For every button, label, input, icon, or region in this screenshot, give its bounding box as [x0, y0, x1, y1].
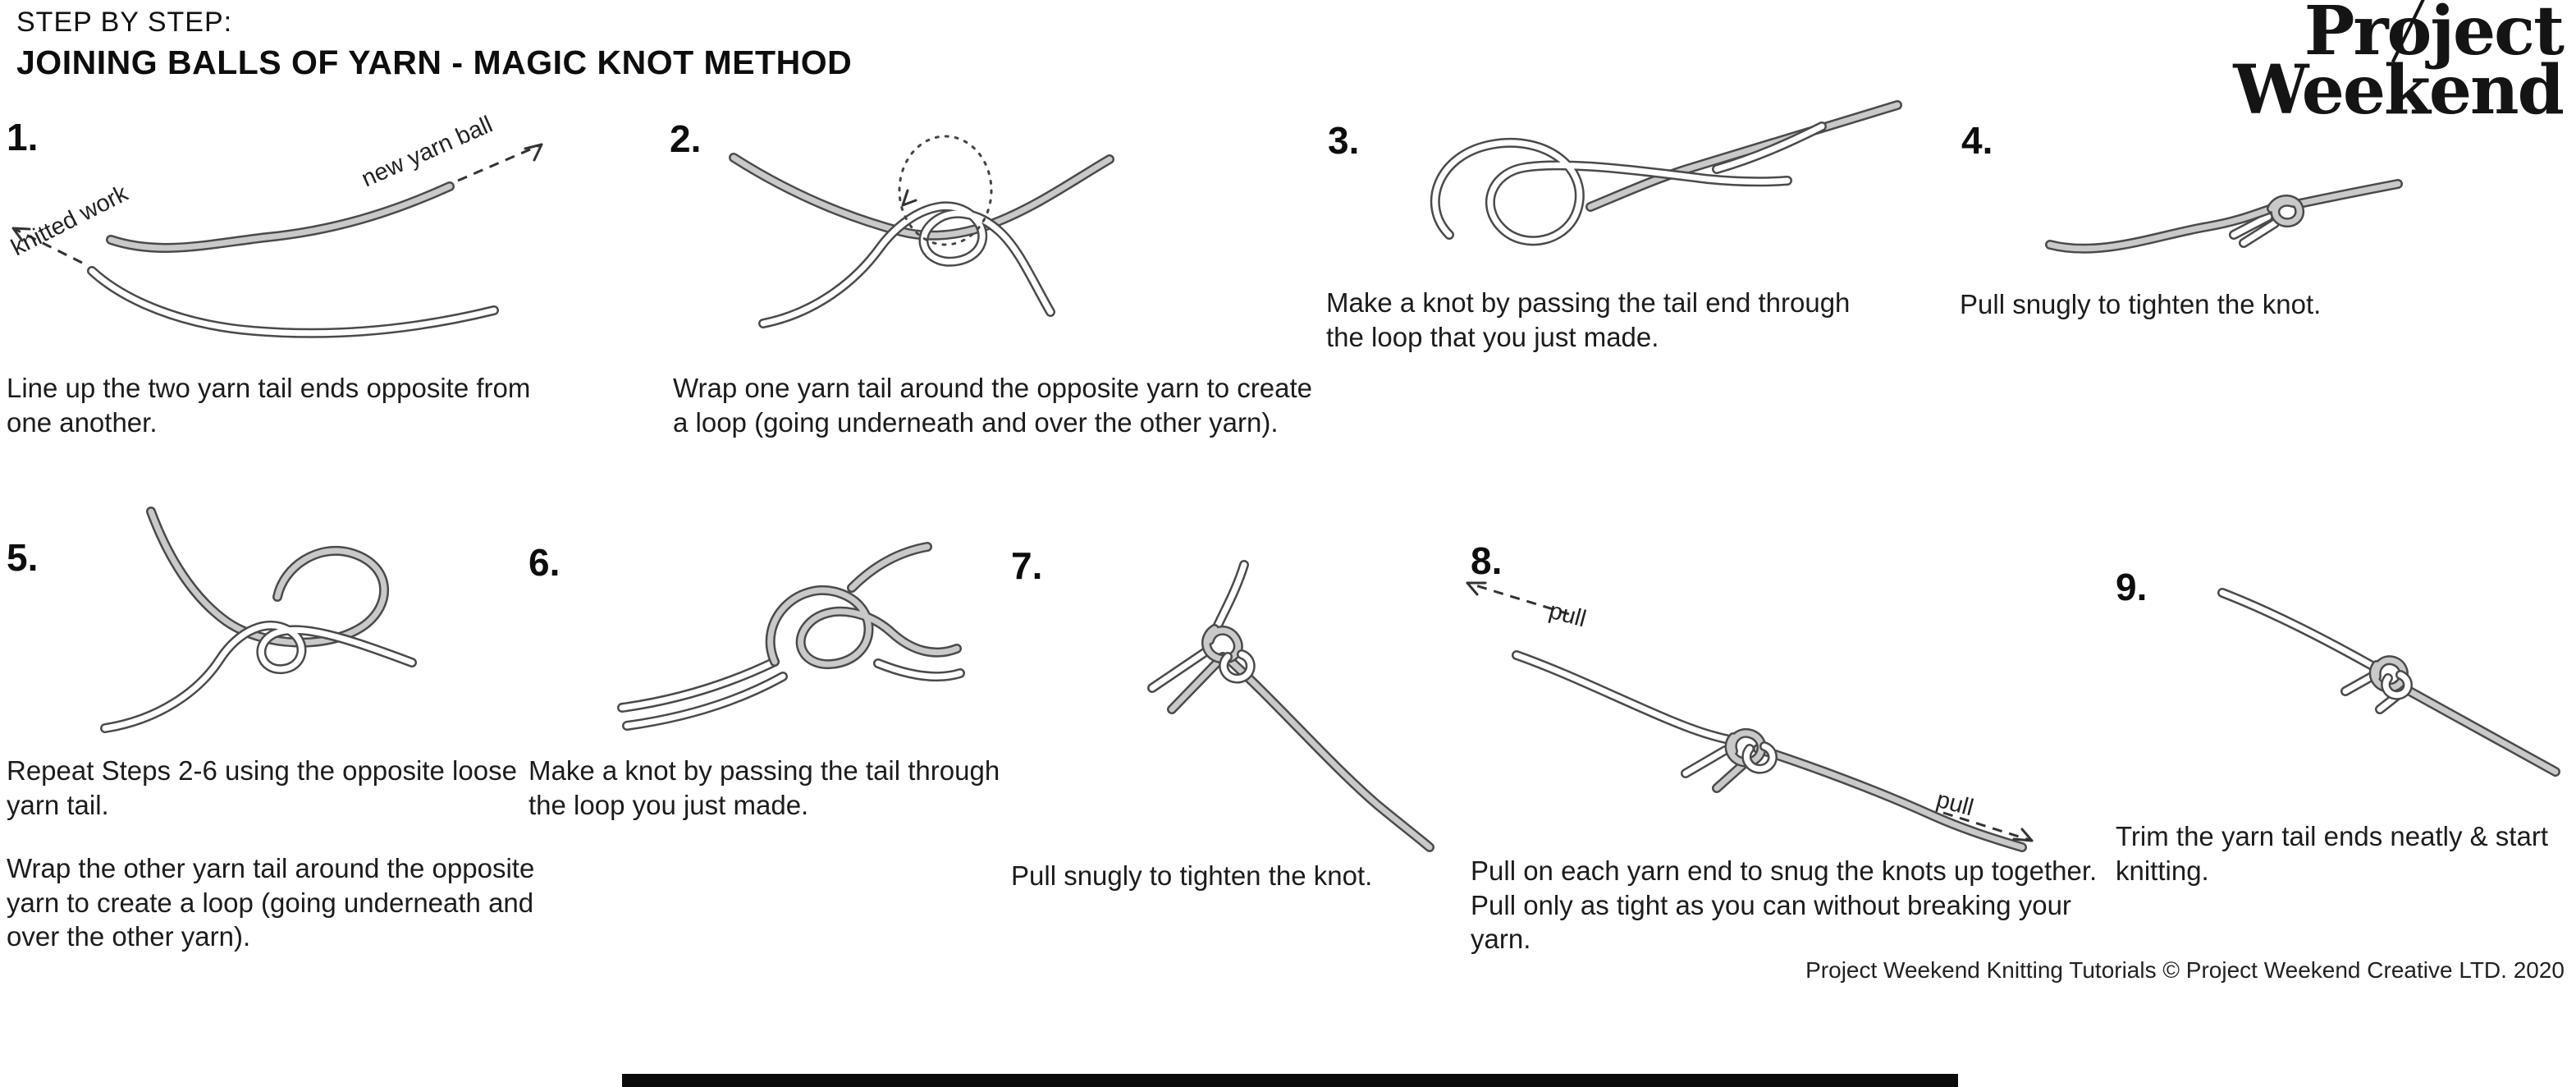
- step-8-caption: Pull on each yarn end to snug the knots …: [1471, 855, 2098, 955]
- step-9-number: 9.: [2116, 566, 2148, 608]
- label-knitted-work: knitted work: [7, 180, 133, 261]
- step-8-illustration: pull pull: [1466, 581, 2034, 852]
- logo-slashed-o: o: [2386, 0, 2432, 71]
- step-6-illustration: [617, 542, 965, 731]
- bottom-black-bar: [622, 1074, 1958, 1087]
- logo-text: Pr: [2304, 0, 2389, 71]
- brand-logo: Project Weekend: [2233, 0, 2565, 124]
- pull-arrow-top: [1466, 581, 1570, 616]
- arrowhead-icon: [901, 189, 917, 207]
- arrowhead-icon: [11, 227, 31, 242]
- step-7-illustration: [1147, 560, 1434, 852]
- brand-logo-line1: Project: [2233, 0, 2565, 71]
- step-9-caption: Trim the yarn tail ends neatly & start k…: [2116, 821, 2548, 886]
- header-kicker: STEP BY STEP:: [16, 7, 233, 38]
- step-1-number: 1.: [7, 116, 39, 158]
- arrowhead-icon: [524, 143, 543, 162]
- step-1-illustration: knitted work new yarn ball: [7, 112, 543, 338]
- step-6-caption: Make a knot by passing the tail through …: [528, 755, 1000, 820]
- step-3-illustration: [1430, 100, 1902, 246]
- step-4-caption: Pull snugly to tighten the knot.: [1960, 289, 2322, 319]
- arrowhead-icon: [1466, 581, 1487, 596]
- step-7-caption: Pull snugly to tighten the knot.: [1011, 860, 1373, 891]
- loop-highlight-circle: [898, 135, 993, 246]
- step-2-number: 2.: [670, 117, 702, 160]
- logo-text: ject: [2430, 0, 2565, 71]
- step-6-number: 6.: [528, 541, 560, 584]
- step-2-caption: Wrap one yarn tail around the opposite y…: [673, 373, 1313, 438]
- step-5-number: 5.: [7, 536, 39, 579]
- pull-arrow-bottom: [1942, 811, 2033, 842]
- label-new-yarn-ball: new yarn ball: [358, 112, 496, 193]
- step-9-illustration: [2217, 588, 2560, 777]
- step-2-illustration: [729, 135, 1114, 328]
- header: STEP BY STEP: JOINING BALLS OF YARN - MA…: [16, 7, 852, 82]
- step-5-illustration: [100, 507, 417, 733]
- step-4-illustration: [2045, 179, 2403, 254]
- knitted-work-arrow: [12, 227, 83, 264]
- step-5-caption: Repeat Steps 2-6 using the opposite loos…: [7, 754, 540, 984]
- page-title: JOINING BALLS OF YARN - MAGIC KNOT METHO…: [16, 44, 853, 81]
- step-5-caption-p2: Wrap the other yarn tail around the oppo…: [7, 853, 535, 952]
- step-4-number: 4.: [1961, 119, 1993, 162]
- step-3-caption: Make a knot by passing the tail end thro…: [1326, 287, 1851, 352]
- step-7-number: 7.: [1011, 544, 1043, 587]
- new-yarn-arrow: [457, 143, 542, 182]
- step-8-number: 8.: [1471, 539, 1503, 582]
- label-pull-top: pull: [1546, 598, 1589, 633]
- step-5-caption-p1: Repeat Steps 2-6 using the opposite loos…: [7, 755, 517, 820]
- step-1-caption: Line up the two yarn tail ends opposite …: [7, 373, 531, 438]
- footer-credit: Project Weekend Knitting Tutorials © Pro…: [1805, 957, 2565, 983]
- arrowhead-icon: [2012, 828, 2034, 842]
- step-3-number: 3.: [1328, 119, 1360, 162]
